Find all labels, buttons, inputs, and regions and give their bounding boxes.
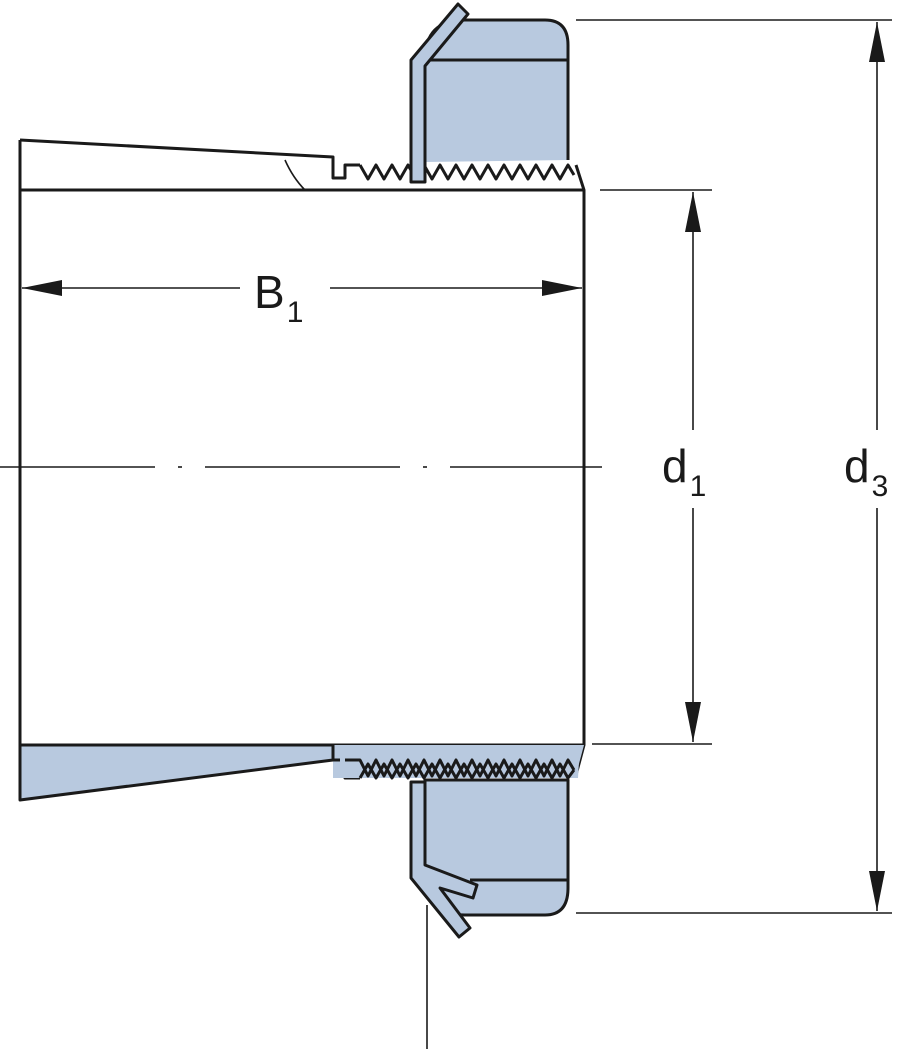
- dimension-label-b1: B1: [254, 266, 303, 329]
- dimension-d1: d1: [592, 189, 712, 745]
- sleeve-bottom-section: [18, 743, 584, 802]
- dimension-b1: B1: [22, 266, 582, 329]
- lock-washer-bottom: [409, 780, 479, 939]
- dimension-d3: d3: [576, 19, 892, 914]
- sleeve-top-section: [19, 138, 576, 191]
- dimension-label-d1: d1: [662, 440, 706, 503]
- dimension-label-d3: d3: [844, 440, 888, 503]
- sleeve-body: [18, 140, 586, 800]
- lock-washer-top: [409, 2, 470, 184]
